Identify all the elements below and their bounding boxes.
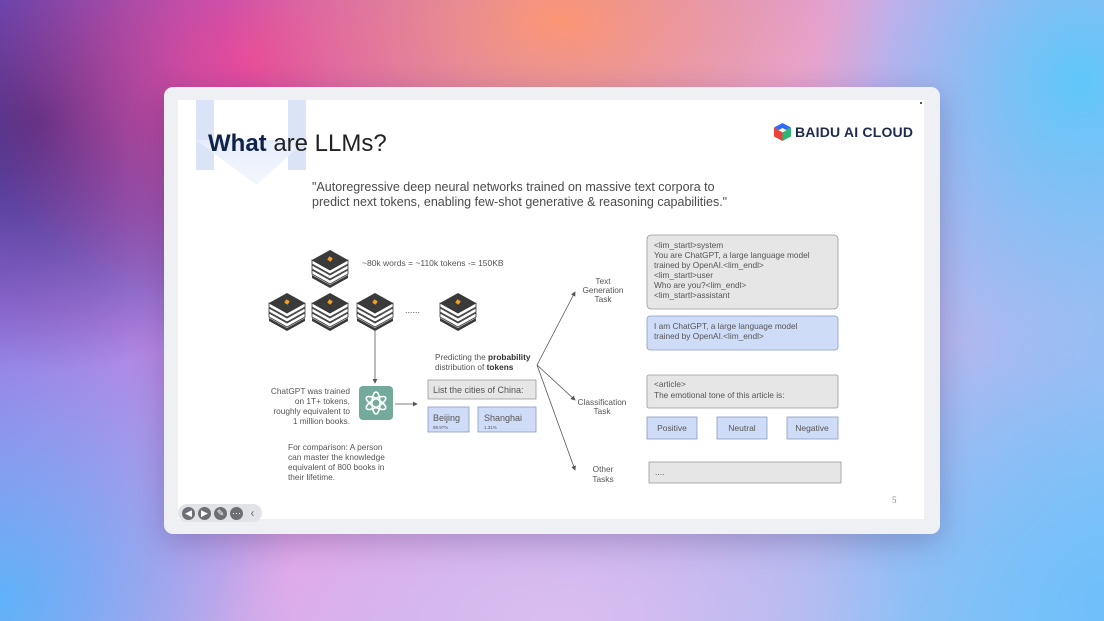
previous-icon[interactable]: ◀ bbox=[182, 506, 195, 520]
prompt-box bbox=[427, 379, 537, 400]
other-task-text: .... bbox=[655, 467, 664, 477]
chat-prompt-box bbox=[646, 234, 839, 310]
chat-prompt-line: trained by OpenAI.<lim_endl> bbox=[654, 260, 764, 270]
task-text-generation: Task bbox=[594, 294, 612, 304]
trained-note-line-2: on 1T+ tokens, bbox=[295, 396, 350, 406]
chat-prompt-line: <lim_startl>assistant bbox=[654, 290, 730, 300]
title-emphasis: What bbox=[208, 130, 267, 157]
decoration-bar-left bbox=[196, 100, 214, 170]
llm-diagram: ...... ~80k words = ~110k tokens -= 150K… bbox=[268, 234, 842, 484]
llm-definition-quote: "Autoregressive deep neural networks tra… bbox=[312, 180, 782, 210]
article-prompt-line: <article> bbox=[654, 379, 686, 389]
task-text-generation: Text bbox=[595, 276, 611, 286]
book-stack-icon bbox=[311, 249, 349, 289]
words-tokens-note: ~80k words = ~110k tokens -= 150KB bbox=[362, 258, 504, 268]
comparison-note-line-1: For comparison: A person bbox=[288, 442, 383, 452]
chat-prompt-line: Who are you?<lim_endl> bbox=[654, 280, 746, 290]
predicting-line-1: Predicting the probability bbox=[435, 352, 531, 362]
trained-note-line-1: ChatGPT was trained bbox=[271, 386, 351, 396]
task-text-generation: Generation bbox=[582, 285, 623, 295]
slide-toolbar: ◀ ▶ ✎ ⋯ ‹ bbox=[178, 504, 262, 522]
sentiment-negative bbox=[786, 416, 839, 440]
next-icon[interactable]: ▶ bbox=[198, 506, 211, 520]
task-other: Other bbox=[593, 464, 614, 474]
book-stack-icon bbox=[311, 292, 349, 332]
predicting-line-2: distribution of tokens bbox=[435, 362, 514, 372]
collapse-icon[interactable]: ‹ bbox=[250, 506, 255, 520]
article-prompt-box bbox=[646, 374, 839, 409]
sentiment-neutral bbox=[716, 416, 768, 440]
baidu-cube-icon bbox=[774, 123, 791, 141]
chat-prompt-line: <lim_startl>user bbox=[654, 270, 713, 280]
slide-title: What are LLMs? bbox=[208, 130, 387, 158]
page-number: 5 bbox=[892, 495, 897, 505]
sentiment-label: Neutral bbox=[728, 423, 756, 433]
candidate-beijing bbox=[427, 406, 470, 433]
task-classification: Classification bbox=[578, 397, 627, 407]
chat-response-box bbox=[646, 315, 839, 351]
more-books-ellipsis: ...... bbox=[405, 305, 420, 315]
chat-response-line: trained by OpenAI.<lim_endl> bbox=[654, 331, 764, 341]
quote-line-2: predict next tokens, enabling few-shot g… bbox=[312, 195, 728, 209]
more-icon[interactable]: ⋯ bbox=[230, 506, 243, 520]
trained-note-line-4: 1 million books. bbox=[293, 416, 350, 426]
quote-line-1: "Autoregressive deep neural networks tra… bbox=[312, 180, 715, 194]
decoration-bar-right bbox=[288, 100, 306, 170]
candidate-prob: 98.97% bbox=[433, 425, 448, 430]
article-prompt-line: The emotional tone of this article is: bbox=[654, 390, 785, 400]
other-task-box bbox=[648, 461, 842, 484]
chat-response-line: I am ChatGPT, a large language model bbox=[654, 321, 798, 331]
chatgpt-logo-icon bbox=[359, 386, 393, 420]
presentation-window: What are LLMs? BAIDU AI CLOUD "Autoregre… bbox=[164, 87, 940, 534]
chat-prompt-line: <lim_startl>system bbox=[654, 240, 723, 250]
comparison-note-line-3: equivalent of 800 books in bbox=[288, 462, 385, 472]
task-other: Tasks bbox=[592, 474, 613, 484]
candidate-city: Beijing bbox=[433, 413, 460, 423]
candidate-shanghai bbox=[477, 406, 537, 433]
comparison-note-line-2: can master the knowledge bbox=[288, 452, 385, 462]
baidu-ai-cloud-logo: BAIDU AI CLOUD bbox=[774, 123, 913, 141]
candidate-prob: 1.31% bbox=[484, 425, 497, 430]
logo-text: BAIDU AI CLOUD bbox=[795, 124, 914, 140]
sentiment-positive bbox=[646, 416, 698, 440]
book-stack-icon bbox=[356, 292, 394, 332]
trained-note-line-3: roughly equivalent to bbox=[273, 406, 350, 416]
book-stack-icon bbox=[268, 292, 306, 332]
title-rest: are LLMs? bbox=[266, 130, 387, 157]
task-classification: Task bbox=[593, 406, 611, 416]
pen-icon[interactable]: ✎ bbox=[214, 506, 227, 520]
comparison-note-line-4: their lifetime. bbox=[288, 472, 335, 482]
prompt-text: List the cities of China: bbox=[433, 385, 524, 395]
chat-prompt-line: You are ChatGPT, a large language model bbox=[654, 250, 810, 260]
sentiment-label: Negative bbox=[795, 423, 829, 433]
sentiment-label: Positive bbox=[657, 423, 687, 433]
slide: What are LLMs? BAIDU AI CLOUD "Autoregre… bbox=[178, 100, 924, 519]
corner-mark bbox=[920, 102, 922, 104]
book-stack-icon bbox=[439, 292, 477, 332]
candidate-city: Shanghai bbox=[484, 413, 522, 423]
